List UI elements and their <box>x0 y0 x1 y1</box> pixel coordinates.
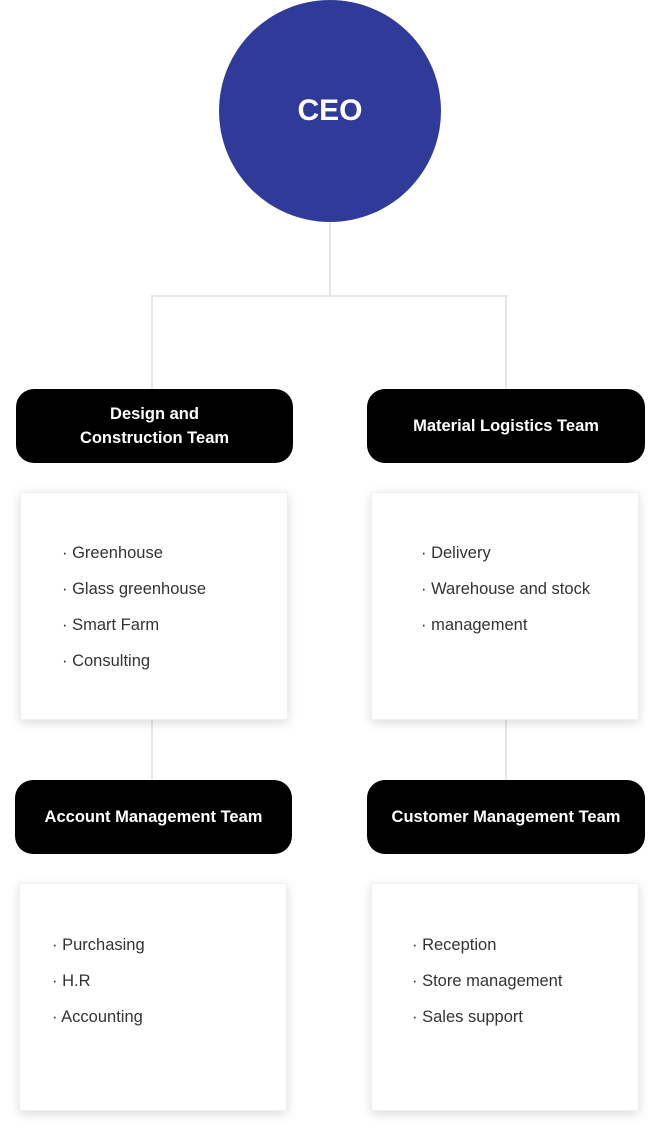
connector-ceo-down <box>329 222 331 297</box>
connector-left-lower <box>151 720 153 780</box>
connector-horizontal <box>151 295 508 297</box>
team-title-line: Construction Team <box>79 429 230 447</box>
team-card-material-logistics: Delivery Warehouse and stock management <box>371 492 639 720</box>
team-header-customer-management: Customer Management Team <box>367 780 645 854</box>
list-item: H.R <box>52 970 145 1006</box>
team-title-line: Material Logistics Team <box>413 417 599 435</box>
team-title-line: Design and <box>110 405 199 423</box>
list-item: Smart Farm <box>62 614 206 650</box>
ceo-label: CEO <box>297 94 363 127</box>
list-item: Greenhouse <box>62 542 206 578</box>
team-card-design-construction: Greenhouse Glass greenhouse Smart Farm C… <box>20 492 288 720</box>
connector-right-lower <box>505 720 507 780</box>
list-item: Accounting <box>52 1006 145 1042</box>
team-card-customer-management: Reception Store management Sales support <box>371 883 639 1111</box>
list-item: Warehouse and stock <box>421 578 590 614</box>
ceo-node: CEO <box>219 0 441 222</box>
list-item: Delivery <box>421 542 590 578</box>
list-item: management <box>421 614 590 650</box>
list-item: Reception <box>412 934 562 970</box>
team-card-account-management: Purchasing H.R Accounting <box>19 883 287 1111</box>
list-item: Sales support <box>412 1006 562 1042</box>
list-item: Purchasing <box>52 934 145 970</box>
team-header-account-management: Account Management Team <box>15 780 292 854</box>
connector-left-down <box>151 295 153 389</box>
team-header-material-logistics: Material Logistics Team <box>367 389 645 463</box>
list-item: Glass greenhouse <box>62 578 206 614</box>
list-item: Consulting <box>62 650 206 686</box>
team-title-line: Customer Management Team <box>391 808 621 826</box>
team-title-line: Account Management Team <box>44 808 263 826</box>
connector-right-down <box>505 295 507 389</box>
list-item: Store management <box>412 970 562 1006</box>
